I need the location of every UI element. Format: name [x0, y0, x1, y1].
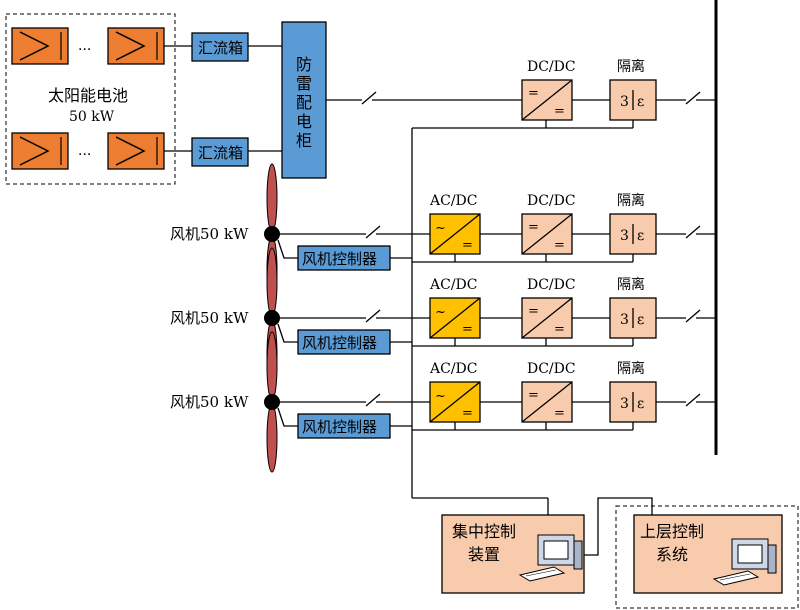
wind-controller-box	[297, 413, 391, 439]
isolation-label: 隔离	[617, 192, 645, 209]
dc-dc-label: DC/DC	[527, 361, 576, 377]
pv-dots: ···	[78, 147, 91, 163]
isolation-unit	[609, 381, 657, 423]
pv-panel	[11, 132, 69, 170]
isolation-label: 隔离	[617, 360, 645, 377]
pv-group-frame	[5, 13, 176, 185]
ac-dc-converter	[429, 297, 481, 339]
wind-turbine-row: 风机50 kW 风机控制器 AC/DC DC/DC 隔离	[170, 247, 716, 389]
isolation-unit	[609, 297, 657, 339]
upper-control-frame	[615, 505, 799, 609]
dc-dc-label: DC/DC	[527, 59, 576, 75]
upper-control-line1: 上层控制	[640, 522, 704, 541]
lightning-cabinet	[281, 21, 327, 179]
wind-turbine-row: 风机50 kW 风机控制器 AC/DC DC/DC 隔离	[170, 331, 716, 473]
wind-controller-box	[297, 329, 391, 355]
combiner-box	[191, 137, 249, 167]
pv-panel	[107, 132, 165, 170]
ac-dc-converter	[429, 213, 481, 255]
combiner-label: 汇流箱	[198, 144, 243, 162]
pv-rating: 50 kW	[69, 109, 115, 125]
dc-dc-converter	[521, 79, 573, 121]
central-control-line1: 集中控制	[452, 522, 516, 541]
lightning-cabinet-label: 防雷配电柜	[296, 55, 312, 150]
upper-control-line2: 系统	[656, 545, 688, 564]
ac-dc-label: AC/DC	[429, 361, 477, 377]
dc-dc-converter	[521, 213, 573, 255]
wind-controller-label: 风机控制器	[302, 418, 377, 436]
wind-controller-label: 风机控制器	[302, 334, 377, 352]
wind-turbine-label: 风机50 kW	[170, 393, 249, 411]
dc-dc-converter	[521, 297, 573, 339]
dc-dc-label: DC/DC	[527, 277, 576, 293]
combiner-label: 汇流箱	[198, 39, 243, 57]
pv-panel	[11, 27, 69, 65]
isolation-label: 隔离	[617, 58, 645, 75]
central-control-line2: 装置	[468, 545, 500, 564]
isolation-unit	[609, 213, 657, 255]
ac-dc-label: AC/DC	[429, 277, 477, 293]
ac-dc-converter	[429, 381, 481, 423]
wind-controller-box	[297, 245, 391, 271]
dc-dc-converter	[521, 381, 573, 423]
dc-dc-label: DC/DC	[527, 193, 576, 209]
pv-dots: ···	[78, 42, 91, 58]
isolation-unit	[609, 79, 657, 121]
wind-turbine-label: 风机50 kW	[170, 225, 249, 243]
pv-label: 太阳能电池	[48, 86, 128, 105]
wind-turbine-label: 风机50 kW	[170, 309, 249, 327]
ac-dc-label: AC/DC	[429, 193, 477, 209]
wind-controller-label: 风机控制器	[302, 250, 377, 268]
wind-turbine-icon	[263, 331, 281, 473]
combiner-box	[191, 32, 249, 62]
isolation-label: 隔离	[617, 276, 645, 293]
pv-panel	[107, 27, 165, 65]
wind-turbine-row: 风机50 kW 风机控制器 AC/DC DC/DC 隔离	[170, 163, 716, 305]
